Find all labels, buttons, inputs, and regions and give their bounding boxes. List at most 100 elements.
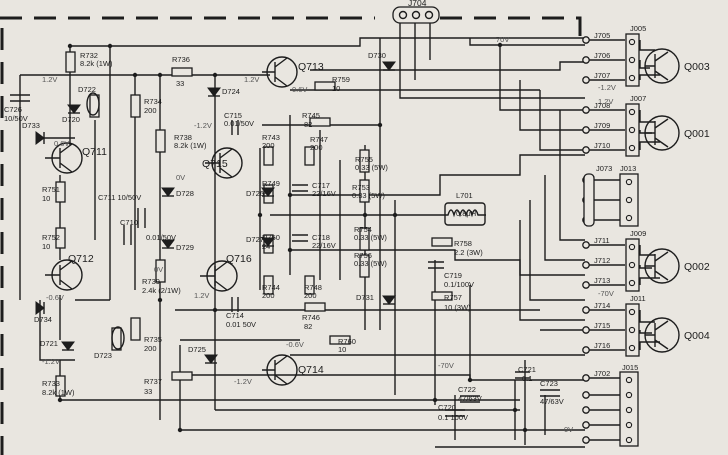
label-d724: D724	[222, 87, 240, 96]
transistor-q002: Q002	[644, 248, 710, 284]
label-c718-val: 22/16V	[312, 241, 336, 250]
voltage-q712: -0.6V	[46, 293, 64, 302]
label-r750-ref: R750	[262, 233, 280, 242]
voltage-neg06: -0.6V	[286, 340, 304, 349]
label-r756-ref: R756	[354, 251, 372, 260]
conn-j712: J712	[594, 256, 610, 265]
connector-pins	[582, 33, 640, 447]
label-r738-val: 8.2k (1W)	[174, 141, 207, 150]
diode-labels: D733 D720 D722 D724 D728 D729 D726 D727 …	[22, 51, 386, 360]
voltage-q713: 0.6V	[292, 85, 307, 94]
label-c723-val: 47/63V	[540, 397, 564, 406]
label-r738-ref: R738	[174, 133, 192, 142]
label-r750-val: 24	[262, 242, 270, 251]
label-c721-val: 0.1	[522, 374, 532, 383]
conn-j073: J073	[596, 164, 612, 173]
label-l701-ref: L701	[456, 191, 473, 200]
label-r735-val: 200	[144, 344, 157, 353]
label-c711: C711 10/50V	[98, 193, 141, 202]
label-d729: D729	[176, 243, 194, 252]
label-r757-ref: R757	[444, 293, 462, 302]
label-r749-ref: R749	[262, 179, 280, 188]
transistor-q712: Q712	[45, 253, 94, 291]
resistor-symbols	[55, 51, 453, 397]
voltage-q714: -1.2V	[234, 377, 252, 386]
label-r745-val: 82	[304, 120, 312, 129]
label-c721-ref: C721	[518, 365, 536, 374]
conn-j702: J702	[594, 369, 610, 378]
label-d720: D720	[62, 115, 80, 124]
label-r756-val: 0.33 (5W)	[354, 259, 387, 268]
transistor-q002-label: Q002	[684, 261, 710, 273]
voltage-neg70-a: -70V	[438, 361, 454, 370]
label-r743-ref: R743	[262, 133, 280, 142]
transistor-q716-label: Q716	[226, 253, 252, 265]
voltage-neg70-b: -70V	[598, 289, 614, 298]
conn-j011: J011	[630, 294, 646, 303]
voltage-q715-a: -1.2V	[194, 121, 212, 130]
label-d723: D723	[94, 351, 112, 360]
label-r744-val: 200	[262, 291, 275, 300]
label-r743-val: 200	[262, 141, 275, 150]
label-c720-val: 0.1 100V	[438, 413, 468, 422]
inductor-l701	[440, 202, 486, 226]
transistor-q714: Q714	[262, 354, 324, 386]
label-r755-ref: R755	[355, 155, 373, 164]
label-c710-ref: C710	[120, 218, 138, 227]
label-r733-val: 8.2k (1W)	[42, 388, 75, 397]
capacitor-symbols	[10, 94, 560, 417]
conn-j005: J005	[630, 24, 646, 33]
conn-j015: J015	[622, 363, 638, 372]
transistor-q004-label: Q004	[684, 330, 710, 342]
label-r734-ref: R734	[144, 97, 162, 106]
conn-j709: J709	[594, 121, 610, 130]
label-c710-val: 0.01/50V	[146, 233, 176, 242]
conn-j711: J711	[594, 236, 610, 245]
conn-j706: J706	[594, 51, 610, 60]
label-r736-ref: R736	[172, 55, 190, 64]
conn-j009: J009	[630, 229, 646, 238]
junction-dots	[57, 42, 528, 433]
transistor-q712-label: Q712	[68, 253, 94, 265]
label-r755-val: 0.33 (5W)	[355, 163, 388, 172]
board-outline-top-right	[440, 16, 582, 38]
label-c726-ref: C726	[4, 105, 22, 114]
conn-j716: J716	[594, 341, 610, 350]
label-c726-val: 10/50V	[4, 114, 28, 123]
label-r757-val: 10 (3W)	[444, 303, 471, 312]
label-c722-ref: C722	[458, 385, 476, 394]
rail-voltage-label: 70V	[496, 35, 509, 44]
voltage-q711: 0.6V	[54, 139, 69, 148]
transistor-q711: Q711	[45, 142, 107, 174]
conn-j714: J714	[594, 301, 610, 310]
label-d721: D721	[40, 339, 58, 348]
connector-j704: J704	[392, 0, 440, 24]
label-r747-val: 200	[310, 143, 323, 152]
voltage-12l: 1.2V	[598, 97, 613, 106]
label-d726: D726	[246, 189, 264, 198]
label-r749-val: 24	[262, 187, 270, 196]
label-r747-ref: R747	[310, 135, 328, 144]
label-l701-val: 0.8μH	[456, 209, 476, 218]
label-d733: D733	[22, 121, 40, 130]
label-c718-ref: C718	[312, 233, 330, 242]
connector-j704-label: J704	[408, 0, 427, 8]
transistor-q711-label: Q711	[82, 146, 107, 158]
conn-j705: J705	[594, 31, 610, 40]
conn-j715: J715	[594, 321, 610, 330]
label-r752-ref: R752	[42, 233, 60, 242]
label-r758-val: 2.2 (3W)	[454, 248, 483, 257]
label-r759-val: 10	[332, 84, 340, 93]
label-r739-val: 2.4k (2/1W)	[142, 286, 181, 295]
transistor-q716: Q716	[200, 253, 252, 292]
label-r759-ref: R759	[332, 75, 350, 84]
label-r732-val: 8.2k (1W)	[80, 59, 113, 68]
voltage-q716: -1.2V	[598, 83, 616, 92]
label-r760-ref: R760	[338, 337, 356, 346]
transistor-q715: Q715	[202, 147, 243, 179]
voltage-0v-a: 0V	[176, 173, 185, 182]
label-c714-ref: C714	[226, 311, 244, 320]
label-r735-ref: R735	[144, 335, 162, 344]
label-d731: D731	[356, 293, 374, 302]
